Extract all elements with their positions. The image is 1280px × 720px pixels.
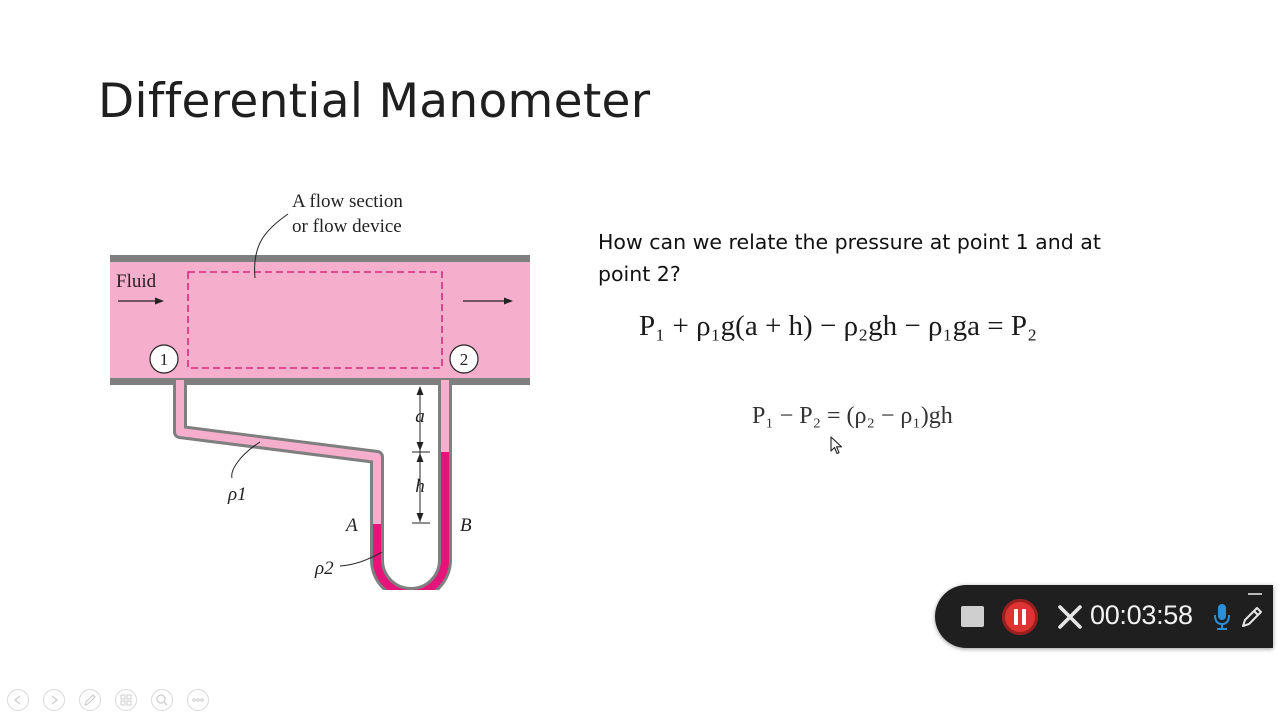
- stop-icon[interactable]: [961, 606, 984, 627]
- flow-device-label: or flow device: [292, 216, 402, 237]
- point-1-marker: [149, 344, 179, 374]
- pen-tool-icon[interactable]: [79, 689, 101, 711]
- mouse-cursor-icon: [830, 436, 843, 455]
- manometer-fluid: [373, 452, 449, 590]
- manometer-tube-wall: [173, 385, 452, 590]
- slide-title: Differential Manometer: [98, 74, 651, 129]
- dimension-a-label: a: [415, 406, 425, 427]
- rho1-label: ρ1: [227, 484, 247, 505]
- fluid-label: Fluid: [116, 271, 157, 292]
- pause-icon[interactable]: [1002, 599, 1038, 635]
- point-B-label: B: [460, 515, 472, 536]
- zoom-icon[interactable]: [151, 689, 173, 711]
- more-options-icon[interactable]: [187, 689, 209, 711]
- slideshow-navigation: [7, 689, 209, 713]
- pipe-bottom-wall: [110, 378, 530, 385]
- pipe-top-wall: [110, 255, 530, 262]
- flow-section-leader: [254, 213, 289, 279]
- close-icon[interactable]: [1056, 603, 1084, 631]
- point-2-label: 2: [460, 350, 469, 369]
- point-A-label: A: [344, 515, 358, 536]
- question-text: How can we relate the pressure at point …: [598, 230, 1101, 286]
- equation-pressure-difference: P₁ − P₂ = (ρ₂ − ρ₁)gh: [752, 403, 953, 429]
- point-2-marker: [449, 344, 479, 374]
- recording-timer: 00:03:58: [1090, 600, 1193, 630]
- flow-section-label: A flow section: [292, 191, 403, 212]
- microphone-icon[interactable]: [1213, 603, 1231, 631]
- previous-slide-icon[interactable]: [7, 689, 29, 711]
- next-slide-icon[interactable]: [43, 689, 65, 711]
- pen-icon[interactable]: [1240, 605, 1264, 629]
- equation-pressure-balance: P₁ + ρ₁g(a + h) − ρ₂gh − ρ₁ga = P₂: [639, 310, 1038, 342]
- dimension-h-label: h: [415, 476, 425, 497]
- see-all-slides-icon[interactable]: [115, 689, 137, 711]
- minimize-icon[interactable]: [1248, 593, 1262, 595]
- screen-recorder-toolbar: 00:03:58: [935, 585, 1273, 648]
- flow-section-box: [187, 271, 443, 369]
- manometer-diagram: A flow section or flow device Fluid 1 2 …: [110, 191, 530, 590]
- rho2-label: ρ2: [314, 558, 334, 579]
- point-1-label: 1: [160, 350, 169, 369]
